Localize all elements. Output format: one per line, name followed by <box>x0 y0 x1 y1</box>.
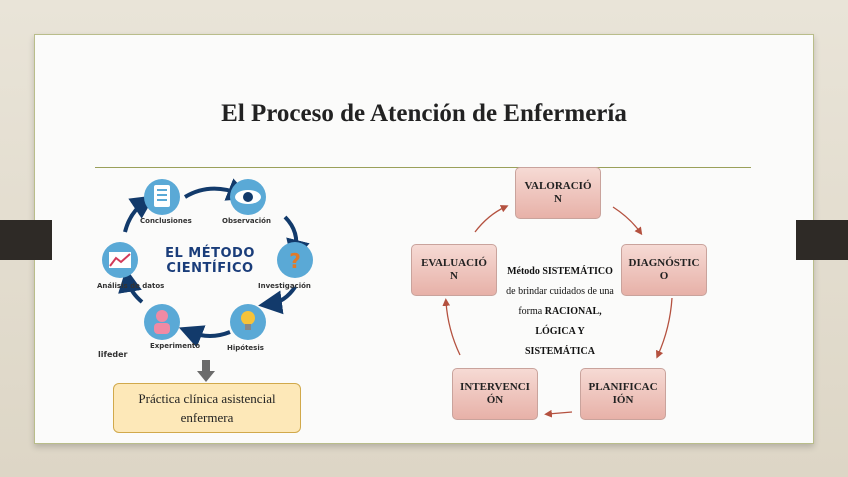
clipboard-icon <box>144 179 180 215</box>
method-title-line1: EL MÉTODO <box>165 246 255 261</box>
method-title: EL MÉTODO CIENTÍFICO <box>160 246 260 276</box>
slide-title: El Proceso de Atención de Enfermería <box>221 100 627 127</box>
step-investigacion: Investigación <box>258 282 311 290</box>
nursing-cycle-arrows <box>442 205 673 418</box>
method-title-line2: CIENTÍFICO <box>166 261 254 276</box>
step-evaluacion: EVALUACIÓN <box>411 244 497 296</box>
line-chart-icon <box>102 242 138 278</box>
title-divider <box>95 167 751 168</box>
desc-line1: Método SISTEMÁTICO <box>507 266 613 277</box>
method-description: Método SISTEMÁTICO de brindar cuidados d… <box>490 262 630 362</box>
practice-box: Práctica clínica asistencial enfermera <box>113 383 301 433</box>
eye-icon <box>230 179 266 215</box>
step-experimento: Experimento <box>150 342 201 350</box>
person-icon <box>144 304 180 340</box>
credit-text: lifeder <box>98 350 128 359</box>
step-hipotesis: Hipótesis <box>227 344 264 352</box>
svg-text:?: ? <box>289 249 301 273</box>
desc-line3-bold: RACIONAL, <box>544 306 602 317</box>
step-valoracion: VALORACIÓN <box>515 167 601 219</box>
question-icon: ? <box>277 242 313 278</box>
desc-line2: de brindar cuidados de una <box>506 286 614 297</box>
desc-line5: SISTEMÁTICA <box>524 346 596 357</box>
step-intervencion: INTERVENCIÓN <box>452 368 538 420</box>
scientific-method-diagram: ? <box>102 178 313 348</box>
left-edge-tab <box>0 220 52 260</box>
down-arrow-icon <box>197 360 215 382</box>
slide-frame <box>34 34 814 444</box>
desc-line4: LÓGICA Y <box>535 326 585 337</box>
step-planificacion: PLANIFICACIÓN <box>580 368 666 420</box>
desc-line3-pre: forma <box>518 306 545 317</box>
step-observacion: Observación <box>222 217 271 225</box>
step-diagnostico: DIAGNÓSTICO <box>621 244 707 296</box>
right-edge-tab <box>796 220 848 260</box>
step-analisis: Análisis de datos <box>97 282 165 290</box>
step-conclusiones: Conclusiones <box>140 217 192 225</box>
lightbulb-icon <box>230 304 266 340</box>
